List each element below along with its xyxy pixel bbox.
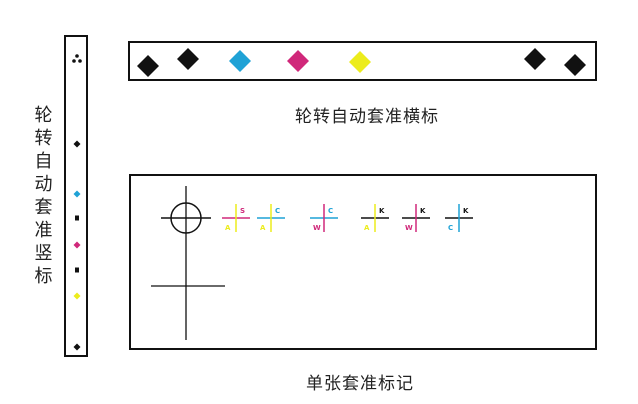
vertical-register-mark xyxy=(75,215,79,221)
vertical-register-mark xyxy=(78,59,82,63)
sheet-mark-label-bottom: A xyxy=(225,224,231,232)
sheet-mark-label-top: K xyxy=(379,207,385,215)
sheet-mark-label-top: C xyxy=(275,207,280,215)
sheet-mark-label-bottom: W xyxy=(405,224,413,232)
vertical-register-mark xyxy=(73,190,81,198)
single-sheet-caption: 单张套准标记 xyxy=(306,374,414,394)
vertical-register-mark xyxy=(73,292,81,300)
vertical-register-mark xyxy=(73,343,81,351)
vertical-register-mark xyxy=(75,54,79,58)
horizontal-register-mark xyxy=(564,54,586,76)
sheet-mark-label-top: S xyxy=(240,207,245,215)
vertical-register-strip xyxy=(64,35,88,357)
horizontal-register-mark xyxy=(287,50,309,72)
sheet-mark-label-bottom: W xyxy=(313,224,321,232)
sheet-mark-label-top: K xyxy=(463,207,469,215)
sheet-mark-label-bottom: A xyxy=(364,224,370,232)
vertical-register-mark xyxy=(73,140,81,148)
vertical-register-mark xyxy=(75,267,79,273)
sheet-mark-label-bottom: C xyxy=(448,224,453,232)
horizontal-register-strip xyxy=(128,41,597,81)
horizontal-register-mark xyxy=(524,48,546,70)
single-sheet-register-panel xyxy=(129,174,597,350)
horizontal-register-mark xyxy=(137,55,159,77)
horizontal-register-mark xyxy=(177,48,199,70)
sheet-mark-label-bottom: A xyxy=(260,224,266,232)
sheet-mark-label-top: K xyxy=(420,207,426,215)
sheet-mark-label-top: C xyxy=(328,207,333,215)
horizontal-register-mark xyxy=(229,50,251,72)
vertical-register-mark xyxy=(72,59,76,63)
vertical-strip-caption: 轮转自动套准竖标 xyxy=(34,105,54,287)
horizontal-register-mark xyxy=(349,51,371,73)
vertical-register-mark xyxy=(73,241,81,249)
horizontal-strip-caption: 轮转自动套准横标 xyxy=(295,107,439,127)
